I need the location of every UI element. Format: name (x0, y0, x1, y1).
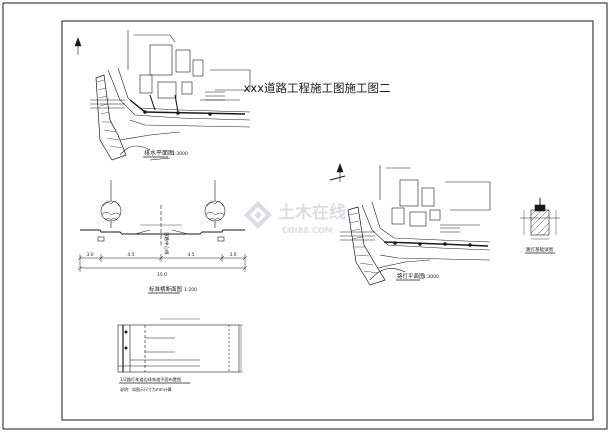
standard-cross-section (77, 180, 248, 272)
lighting-plan (329, 163, 491, 286)
inner-border (61, 20, 594, 421)
lighting-plan-scale: 1:3000 (423, 274, 439, 280)
section-dim-3: 4.5 (187, 252, 194, 258)
section-caption: 标准横断面图 (149, 285, 183, 293)
section-dim-1: 3.0 (86, 252, 93, 258)
drainage-plan-caption: 排水平面图 (144, 149, 174, 157)
lane-layout-detail (117, 318, 243, 373)
lamp-foundation-detail (520, 198, 560, 240)
outer-border (2, 2, 608, 430)
section-dim-total: 15.0 (157, 272, 167, 278)
watermark-brand: 土木在线 (278, 202, 346, 223)
section-center-label: 道路中心线 (163, 232, 170, 255)
section-dim-2: 4.5 (127, 252, 134, 258)
watermark-logo-icon (244, 201, 272, 229)
detail-caption: 1/2路灯车道边线车道平面布置图 (120, 376, 181, 383)
lighting-plan-caption: 路灯平面图 (397, 272, 425, 280)
section-dim-4: 3.0 (229, 252, 236, 258)
watermark-url: COI88.COM (282, 226, 332, 235)
detail-note: 说明：如图示尺寸为mm计算 (120, 386, 172, 392)
watermark: 土木在线 COI88.COM (244, 201, 346, 235)
drainage-plan (74, 30, 251, 161)
section-scale: 1:200 (184, 287, 197, 293)
lamp-detail-caption: 路灯基础详图 (526, 246, 553, 253)
drawing-title: xxx道路工程施工图施工图二 (244, 81, 391, 95)
drainage-plan-scale: 1:3000 (172, 151, 188, 157)
